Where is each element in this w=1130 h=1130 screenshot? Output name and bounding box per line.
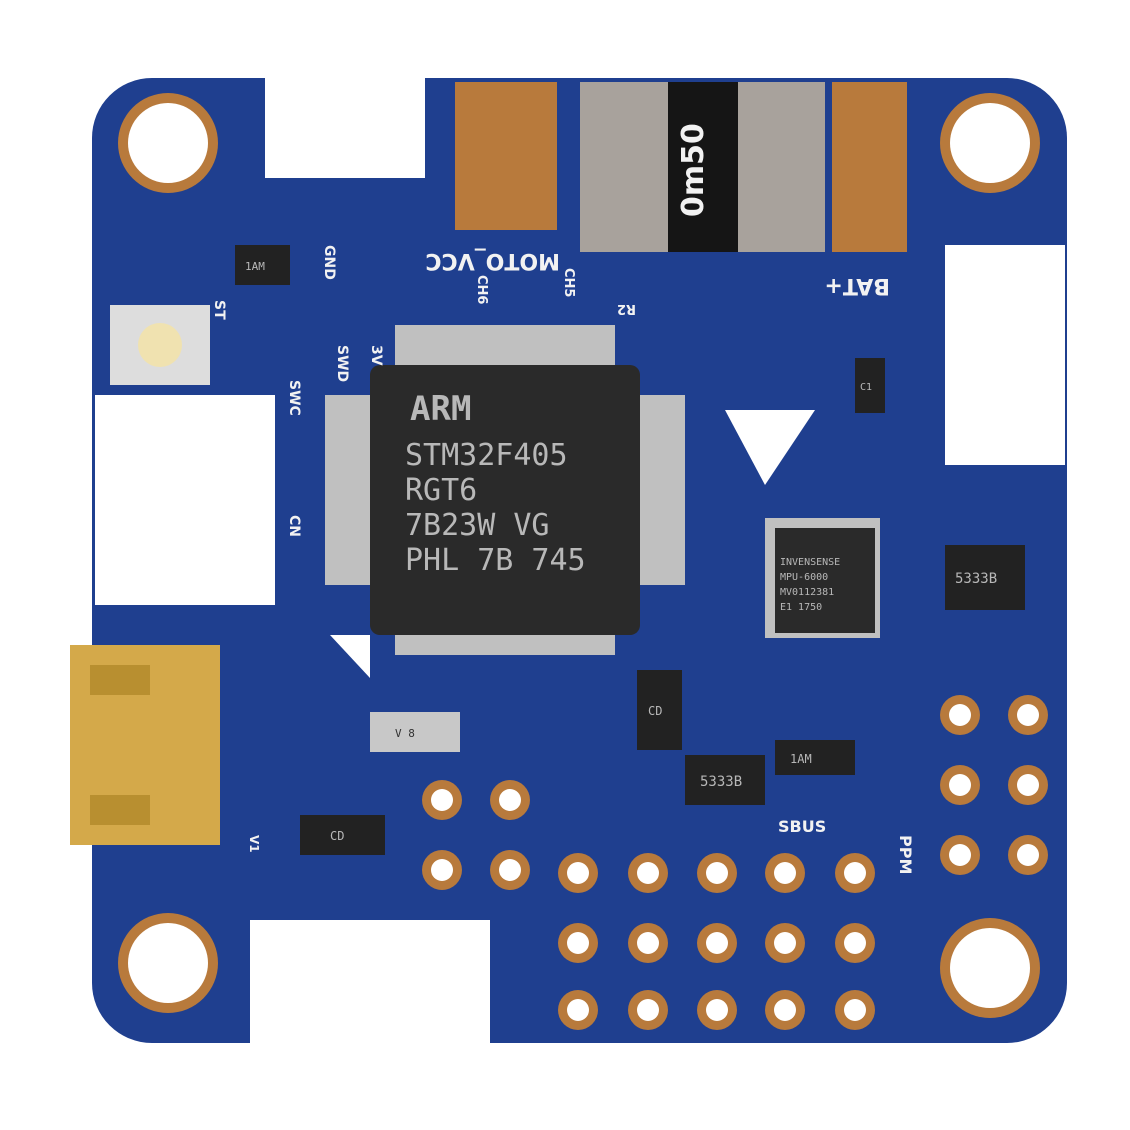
svg-text:MV0112381: MV0112381 [780,587,834,598]
mcu-line: PHL 7B 745 [405,543,586,578]
label-ppm: PPM [896,835,915,874]
label-swc: SWC [286,380,302,416]
shunt-label: 0m50 [676,123,711,217]
svg-text:V 8: V 8 [395,727,415,740]
label-moto-vcc: MOTO_VCC [425,248,560,273]
svg-text:5333B: 5333B [700,774,742,790]
svg-text:CD: CD [330,829,344,843]
svg-text:C1: C1 [860,382,872,393]
mounting-hole-bottom-left [118,913,218,1013]
mcu-chip: ARM STM32F405 RGT6 7B23W VG PHL 7B 745 [325,325,685,655]
label-bat: BAT+ [824,273,890,298]
mounting-hole-bottom-right [940,918,1040,1018]
label-sbus: SBUS [778,817,826,836]
side-connector [95,395,275,605]
svg-text:INVENSENSE: INVENSENSE [780,557,840,568]
svg-text:MPU-6000: MPU-6000 [780,572,828,583]
mounting-hole-top-left [118,93,218,193]
label-ch5: CH5 [561,268,576,297]
mounting-holes [118,93,1040,1018]
label-swd: SWD [334,345,350,382]
imu-chip: INVENSENSE MPU-6000 MV0112381 E1 1750 [765,518,880,638]
label-v1: V1 [247,835,261,853]
solder-pad-grid [422,695,1048,1030]
battery-connector [945,245,1065,465]
label-st: ST [211,300,227,320]
label-r2: R2 [617,301,636,316]
logo-arrow [725,410,815,485]
svg-text:CD: CD [648,704,662,718]
bottom-connector [250,920,490,1045]
label-3v: 3V [368,345,384,366]
regulator [685,755,765,805]
mcu-line: 7B23W VG [405,508,550,543]
top-connector [265,78,425,178]
mcu-brand: ARM [410,389,471,429]
mcu-line: RGT6 [405,473,477,508]
label-ch6: CH6 [474,275,489,304]
svg-text:1AM: 1AM [245,260,265,273]
svg-text:E1 1750: E1 1750 [780,602,822,613]
label-cn: CN [286,515,302,537]
battery-pad-right [832,82,907,252]
svg-text:1AM: 1AM [790,752,812,766]
battery-pad-left [455,82,557,230]
mounting-hole-top-right [940,93,1040,193]
regulator [945,545,1025,610]
svg-text:5333B: 5333B [955,571,997,587]
label-gnd: GND [321,245,337,280]
mcu-line: STM32F405 [405,438,568,473]
